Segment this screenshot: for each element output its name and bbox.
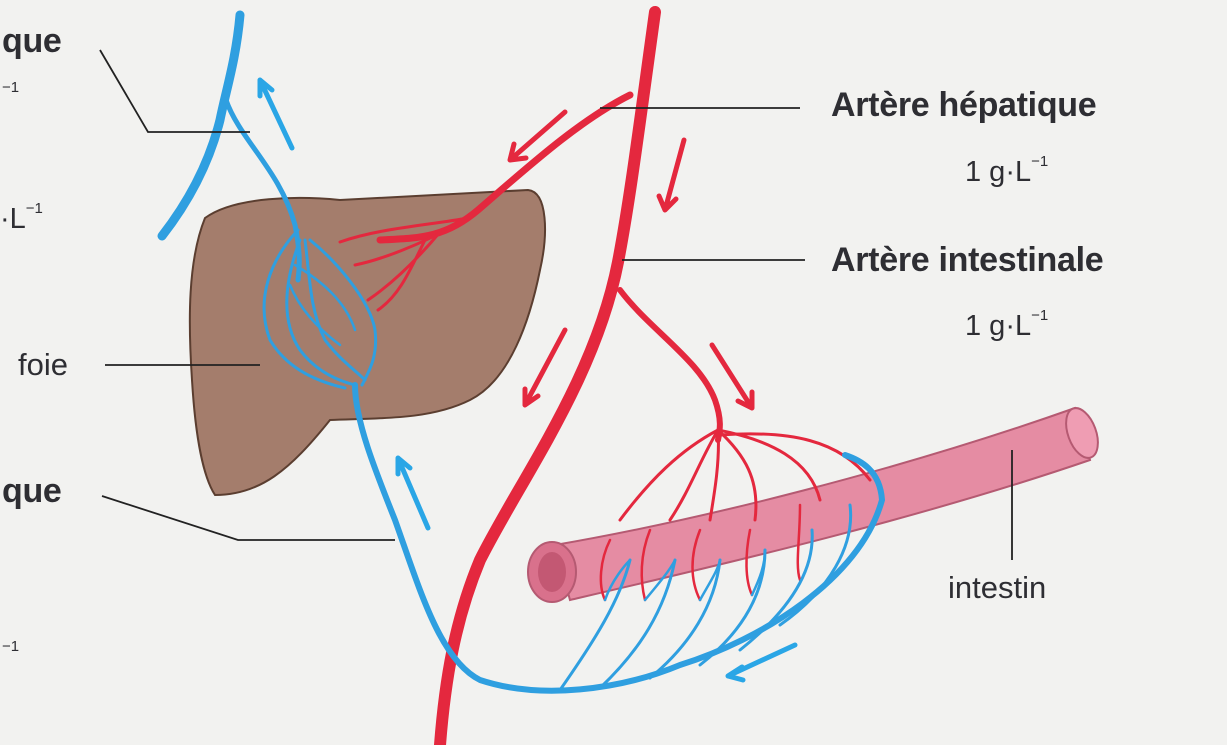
arrow-blue-portal bbox=[398, 458, 428, 528]
vena-cava bbox=[162, 15, 240, 236]
arrow-red-aorta-upper bbox=[659, 140, 684, 210]
arrow-blue-intestine bbox=[728, 645, 795, 680]
vena-cava-label-cropped: que bbox=[2, 24, 62, 58]
intestinal-artery bbox=[620, 290, 720, 440]
hepatic-vein-concentration-cropped: ·L−1 bbox=[0, 205, 43, 234]
intestine-label: intestin bbox=[948, 572, 1046, 603]
hepatic-vein-concentration-exponent: −1 bbox=[26, 200, 43, 217]
intestinal-artery-concentration: 1 g·L−1 bbox=[965, 312, 1048, 341]
arrow-blue-vena-cava bbox=[260, 80, 292, 148]
vena-cava-concentration-cropped: −1 bbox=[2, 84, 19, 113]
portal-vein-label-cropped: que bbox=[2, 474, 62, 508]
arrow-red-hepatic bbox=[510, 112, 565, 160]
intestinal-artery-concentration-exponent: −1 bbox=[1031, 307, 1048, 324]
arrow-red-aorta-lower bbox=[525, 330, 565, 405]
vena-cava-concentration-exponent: −1 bbox=[2, 79, 19, 96]
hepatic-artery-concentration: 1 g·L−1 bbox=[965, 158, 1048, 187]
hepatic-artery-concentration-value: 1 g·L bbox=[965, 156, 1031, 188]
intestinal-artery-label: Artère intestinale bbox=[831, 243, 1103, 277]
liver-label: foie bbox=[18, 349, 68, 380]
intestinal-artery-concentration-value: 1 g·L bbox=[965, 310, 1031, 342]
hepatic-vein-concentration-value: ·L bbox=[0, 203, 26, 235]
leader-portal-vein bbox=[102, 496, 395, 540]
portal-vein-concentration-exponent: −1 bbox=[2, 638, 19, 655]
hepatic-artery-concentration-exponent: −1 bbox=[1031, 153, 1048, 170]
arrow-red-intestinal bbox=[712, 345, 752, 408]
portal-vein-concentration-cropped: −1 bbox=[2, 643, 19, 672]
hepatic-artery-label: Artère hépatique bbox=[831, 88, 1096, 122]
